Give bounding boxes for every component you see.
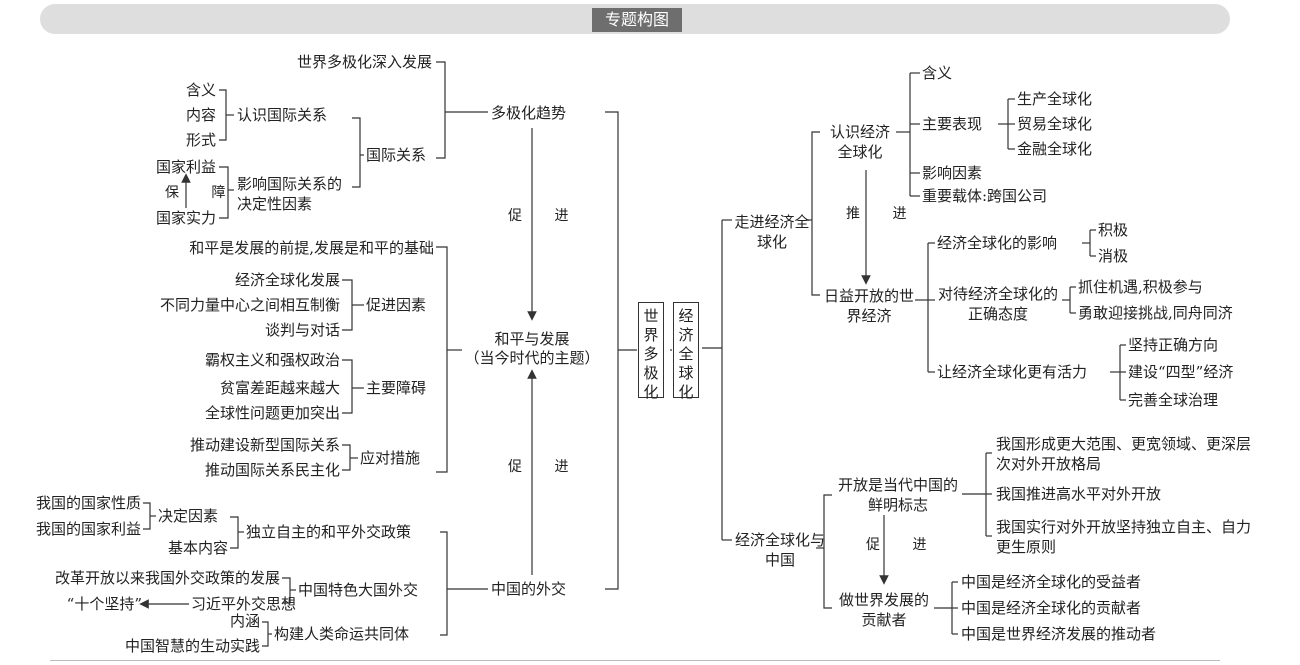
impact-positive: 积极	[1098, 221, 1129, 239]
opening-symbol: 开放是当代中国的鲜明标志	[837, 476, 958, 514]
attitude-item-2: 勇敢迎接挑战,同舟同济	[1078, 304, 1233, 322]
promote-label-lower: 促 进	[508, 459, 583, 475]
international-relations: 国际关系	[366, 146, 427, 164]
multipolar-development: 世界多极化深入发展	[296, 53, 432, 71]
multipolar-box: 世界多极化	[638, 302, 664, 401]
attitude-item-1: 抓住机遇,积极参与	[1078, 278, 1203, 296]
bottom-rule	[50, 660, 1220, 661]
world-contributor: 做世界发展的贡献者	[838, 591, 929, 629]
policy-development: 改革开放以来我国外交政策的发展	[54, 569, 280, 587]
decisive-factors: 决定因素	[158, 507, 219, 525]
promote-label-right: 促 进	[866, 537, 941, 553]
opening-item-2: 我国推进高水平对外开放	[996, 485, 1162, 503]
ten-persistences: “十个坚持”	[66, 595, 142, 613]
me-item-2: 推动国际关系民主化	[204, 461, 340, 479]
national-interest: 国家利益	[155, 158, 216, 176]
basic-content: 基本内容	[167, 539, 228, 557]
connotation: 内涵	[229, 612, 260, 630]
peace-development: 和平与发展	[494, 330, 570, 348]
decisive-factor: 影响国际关系的决定性因素	[237, 175, 343, 213]
guarantee-label: 保 障	[165, 185, 240, 201]
peace-basis: 和平是发展的前提,发展是和平的基础	[189, 239, 434, 257]
globalization-impact: 经济全球化的影响	[937, 234, 1058, 252]
decide-item-1: 我国的国家性质	[35, 494, 141, 512]
ob-item-2: 贫富差距越来越大	[219, 379, 340, 397]
measures: 应对措施	[360, 449, 421, 467]
important-carrier: 重要载体:跨国公司	[922, 187, 1048, 205]
peace-subtitle: （当今时代的主题）	[464, 349, 600, 367]
multipolar-trend: 多极化趋势	[491, 104, 567, 122]
know-item-meaning: 含义	[185, 81, 216, 99]
main-manifestations: 主要表现	[922, 115, 983, 133]
enter-globalization: 走进经济全球化	[734, 213, 810, 251]
globalization-and-china: 经济全球化与中国	[734, 531, 825, 569]
know-item-content: 内容	[185, 106, 216, 124]
vital-item-3: 完善全球治理	[1128, 391, 1219, 409]
trade-globalization: 贸易全球化	[1017, 115, 1093, 133]
correct-attitude: 对待经济全球化的正确态度	[937, 285, 1058, 323]
contrib-item-2: 中国是经济全球化的贡献者	[961, 599, 1142, 617]
me-item-1: 推动建设新型国际关系	[189, 436, 340, 454]
push-label: 推 进	[846, 206, 921, 222]
know-relations: 认识国际关系	[237, 106, 328, 124]
promote-label-upper: 促 进	[508, 208, 583, 224]
know-globalization: 认识经济全球化	[829, 123, 890, 161]
page-title: 专题构图	[592, 8, 682, 32]
promote-factors: 促进因素	[366, 296, 427, 314]
opening-item-1: 我国形成更大范围、更宽领域、更深层次对外开放格局	[996, 435, 1252, 473]
vital-item-1: 坚持正确方向	[1128, 336, 1219, 354]
main-obstacles: 主要障碍	[366, 379, 427, 397]
production-globalization: 生产全球化	[1017, 90, 1093, 108]
vital-item-2: 建设“四型”经济	[1128, 363, 1234, 381]
more-vital: 让经济全球化更有活力	[937, 363, 1088, 381]
contrib-item-3: 中国是世界经济发展的推动者	[961, 625, 1157, 643]
globalization-box: 经济全球化	[673, 302, 699, 401]
know-item-form: 形式	[185, 131, 216, 149]
globalization-meaning: 含义	[922, 64, 953, 82]
decide-item-2: 我国的国家利益	[35, 520, 141, 538]
finance-globalization: 金融全球化	[1017, 140, 1093, 158]
major-country-diplomacy: 中国特色大国外交	[298, 581, 419, 599]
impact-negative: 消极	[1098, 247, 1129, 265]
xi-diplomatic-thought: 习近平外交思想	[191, 595, 297, 613]
opening-item-3: 我国实行对外开放坚持独立自主、自力更生原则	[996, 518, 1252, 556]
wisdom-practice: 中国智慧的生动实践	[124, 637, 260, 655]
ob-item-3: 全球性问题更加突出	[204, 404, 340, 422]
independent-policy: 独立自主的和平外交政策	[246, 523, 412, 541]
china-diplomacy: 中国的外交	[491, 580, 567, 598]
influence-factors: 影响因素	[922, 164, 983, 182]
contrib-item-1: 中国是经济全球化的受益者	[961, 573, 1142, 591]
pf-item-1: 经济全球化发展	[234, 271, 340, 289]
open-world-economy: 日益开放的世界经济	[823, 287, 914, 325]
community-shared-future: 构建人类命运共同体	[274, 625, 410, 643]
pf-item-2: 不同力量中心之间相互制衡	[159, 296, 340, 314]
national-power: 国家实力	[155, 209, 216, 227]
pf-item-3: 谈判与对话	[264, 321, 340, 339]
ob-item-1: 霸权主义和强权政治	[204, 351, 340, 369]
